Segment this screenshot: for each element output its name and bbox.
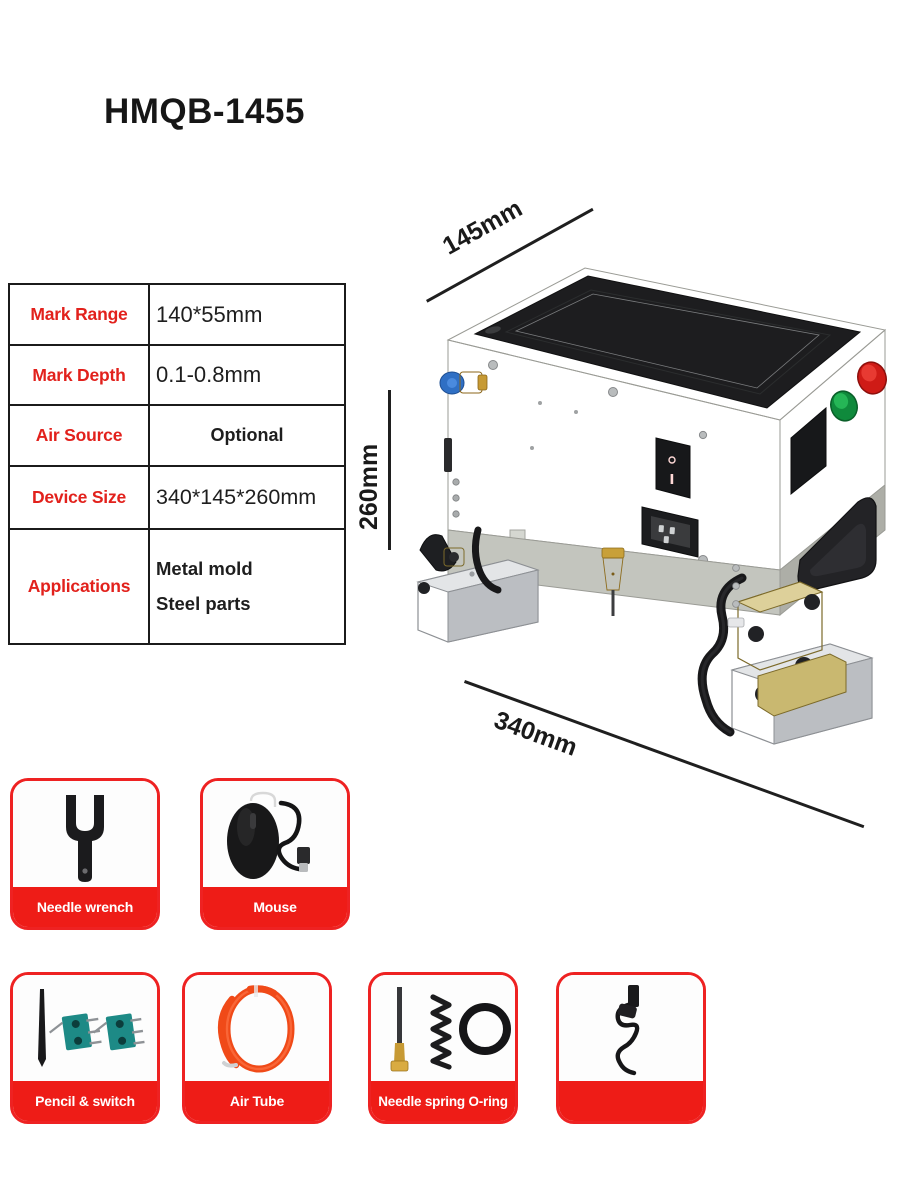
needle-spring-o-ring-photo — [371, 975, 515, 1087]
needle-spring-o-ring-caption: Needle spring O-ring — [371, 1081, 515, 1121]
screen-indicator-slot — [485, 326, 501, 334]
power-cord-photo — [559, 975, 703, 1087]
marking-needle-tip — [611, 590, 615, 616]
spec-label-applications: Applications — [8, 528, 150, 645]
frame-screw — [732, 582, 740, 590]
red-button-highlight — [861, 364, 877, 382]
application-line-1: Metal mold — [156, 558, 253, 580]
lcd-touchscreen-display[interactable] — [504, 289, 832, 395]
frame-screw — [732, 600, 740, 608]
power-pin — [669, 527, 675, 535]
power-pin — [663, 536, 669, 544]
panel-screw — [698, 430, 708, 440]
needle-wrench-caption: Needle wrench — [13, 887, 157, 927]
left-screw — [452, 478, 460, 486]
application-line-2: Steel parts — [156, 592, 251, 614]
machine-cable-highlight — [700, 576, 744, 734]
height-dimension-label: 260mm — [355, 443, 383, 530]
table-row: Mark Depth 0.1-0.8mm — [8, 344, 346, 406]
screen-inner-outline — [514, 293, 820, 389]
left-screw — [452, 494, 460, 502]
handle-highlight — [810, 523, 866, 577]
right-clamp-bracket-top — [736, 581, 824, 613]
green-button-highlight — [833, 393, 849, 409]
left-screw — [452, 510, 460, 518]
panel-hole — [530, 446, 534, 450]
side-red-rocker-switch[interactable] — [796, 422, 821, 480]
spec-label-air-source: Air Source — [8, 404, 150, 467]
mouse-caption: Mouse — [203, 887, 347, 927]
panel-screw — [608, 387, 618, 397]
air-tube-photo — [185, 975, 329, 1087]
needle-wrench-icon — [66, 795, 104, 882]
accessory-card-pencil-and-switch[interactable]: Pencil & switch — [10, 972, 160, 1124]
brass-fitting-nut — [477, 374, 488, 391]
power-symbol-icon — [668, 456, 676, 464]
panel-screw — [488, 360, 498, 370]
table-row: Air Source Optional — [8, 404, 346, 467]
right-clamp-knob[interactable] — [748, 626, 764, 642]
spec-label-device-size: Device Size — [8, 465, 150, 530]
right-clamp-knob[interactable] — [804, 594, 820, 610]
accessory-card-needle-spring-o-ring[interactable]: Needle spring O-ring — [368, 972, 518, 1124]
left-clamp-nut — [418, 582, 430, 594]
specification-table: Mark Range 140*55mm Mark Depth 0.1-0.8mm… — [8, 283, 346, 645]
table-row: Applications Metal mold Steel parts — [8, 528, 346, 645]
cable-clip — [727, 617, 745, 628]
air-tube-caption: Air Tube — [185, 1081, 329, 1121]
spec-value-device-size: 340*145*260mm — [148, 465, 346, 530]
red-rocker-switch[interactable] — [661, 444, 685, 492]
spec-value-air-source: Optional — [148, 404, 346, 467]
right-base-plate — [757, 653, 847, 717]
spec-value-applications: Metal mold Steel parts — [148, 528, 346, 645]
page-title: HMQB-1455 — [104, 92, 305, 131]
left-cable — [471, 526, 502, 594]
left-clamp-knob[interactable] — [449, 552, 459, 562]
power-pin — [658, 525, 664, 533]
needle-vent-hole — [611, 572, 615, 576]
accessory-card-needle-wrench[interactable]: Needle wrench — [10, 778, 160, 930]
pencil-and-switch-caption: Pencil & switch — [13, 1081, 157, 1121]
accessory-card-power-cord[interactable] — [556, 972, 706, 1124]
computer-mouse-icon — [227, 791, 310, 879]
spec-value-mark-depth: 0.1-0.8mm — [148, 344, 346, 406]
panel-hole — [538, 401, 542, 405]
left-edge-connector — [444, 438, 452, 472]
air-fitting-bore — [447, 378, 457, 388]
table-row: Mark Range 140*55mm — [8, 283, 346, 346]
pencil-and-switch-photo — [13, 975, 157, 1087]
power-cord-caption — [559, 1081, 703, 1121]
height-dimension-line — [388, 390, 391, 550]
needle-collar — [601, 547, 625, 559]
frame-screw — [732, 564, 740, 572]
power-symbol-bar — [670, 474, 674, 484]
base-hole — [469, 571, 475, 577]
machine-illustration — [416, 267, 887, 745]
pencil-and-switch-icon — [38, 989, 145, 1067]
accessory-card-air-tube[interactable]: Air Tube — [182, 972, 332, 1124]
needle-wrench-photo — [13, 781, 157, 893]
left-base-block-front — [447, 569, 539, 643]
spec-label-mark-range: Mark Range — [8, 283, 150, 346]
table-row: Device Size 340*145*260mm — [8, 465, 346, 530]
needle-spring-o-ring-icon — [390, 987, 511, 1072]
power-cord-icon — [615, 985, 640, 1076]
product-photo: 145mm 260mm 340mm — [355, 194, 901, 829]
air-tube-icon — [217, 985, 295, 1073]
mouse-photo — [203, 781, 347, 893]
spec-label-mark-depth: Mark Depth — [8, 344, 150, 406]
spec-value-mark-range: 140*55mm — [148, 283, 346, 346]
panel-hole — [574, 410, 578, 414]
accessory-card-mouse[interactable]: Mouse — [200, 778, 350, 930]
